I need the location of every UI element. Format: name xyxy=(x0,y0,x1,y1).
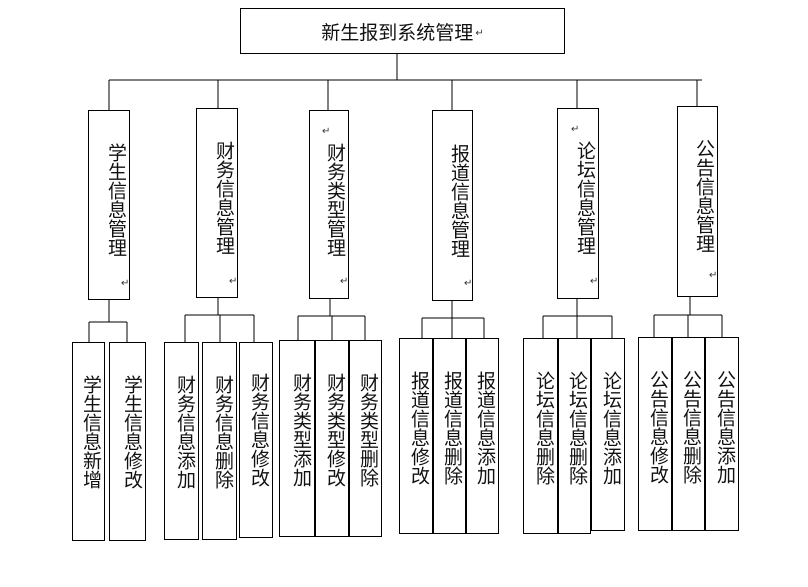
module-label: 财务类型管理 xyxy=(324,143,346,257)
return-mark: ↵ xyxy=(322,126,331,137)
child-node-forum-delete-1: 论坛信息删除 xyxy=(523,338,558,534)
module-label: 财务信息管理 xyxy=(213,141,235,255)
child-label: 报道信息修改 xyxy=(408,371,430,485)
child-label: 论坛信息删除 xyxy=(566,371,588,485)
child-node-student-add: 学生信息新增 xyxy=(72,342,105,541)
child-label: 论坛信息删除 xyxy=(533,371,555,485)
child-label: 财务信息删除 xyxy=(212,375,234,489)
module-label: 论坛信息管理 xyxy=(574,141,596,255)
return-mark: ↵ xyxy=(475,28,484,39)
child-node-report-edit: 报道信息修改 xyxy=(399,338,433,534)
module-node-student: 学生信息管理 ↵ xyxy=(88,110,130,300)
child-label: 学生信息新增 xyxy=(80,375,102,489)
module-node-forum-info: ↵ 论坛信息管理 ↵ xyxy=(557,108,599,299)
child-label: 报道信息删除 xyxy=(441,371,463,485)
child-node-finance-delete: 财务信息删除 xyxy=(202,342,237,540)
module-label: 学生信息管理 xyxy=(105,143,127,257)
module-node-finance-info: 财务信息管理 ↵ xyxy=(196,108,238,298)
child-node-forum-add: 论坛信息添加 xyxy=(591,338,625,531)
child-label: 财务类型修改 xyxy=(324,373,346,487)
child-node-student-edit: 学生信息修改 xyxy=(109,342,146,541)
child-node-notice-add: 公告信息添加 xyxy=(705,337,739,531)
child-label: 财务类型删除 xyxy=(357,373,379,487)
child-label: 公告信息修改 xyxy=(647,370,669,484)
return-mark: ↵ xyxy=(121,278,130,289)
child-node-finance-edit: 财务信息修改 xyxy=(239,342,273,538)
child-label: 财务类型添加 xyxy=(290,373,312,487)
child-node-notice-edit: 公告信息修改 xyxy=(638,337,672,531)
child-node-finance-add: 财务信息添加 xyxy=(164,342,199,540)
child-label: 学生信息修改 xyxy=(121,375,143,489)
module-label: 公告信息管理 xyxy=(693,139,715,253)
child-label: 报道信息添加 xyxy=(474,371,496,485)
module-label: 报道信息管理 xyxy=(448,144,470,258)
child-node-report-add: 报道信息添加 xyxy=(466,338,499,534)
module-node-notice-info: 公告信息管理 ↵ xyxy=(677,106,718,297)
child-label: 公告信息删除 xyxy=(680,370,702,484)
child-node-type-add: 财务类型添加 xyxy=(279,340,315,537)
return-mark: ↵ xyxy=(464,278,473,289)
child-label: 论坛信息添加 xyxy=(600,371,622,485)
child-node-type-edit: 财务类型修改 xyxy=(315,340,349,537)
return-mark: ↵ xyxy=(229,276,238,287)
child-node-notice-delete: 公告信息删除 xyxy=(672,337,705,531)
return-mark: ↵ xyxy=(571,124,580,135)
child-node-forum-delete-2: 论坛信息删除 xyxy=(558,338,591,534)
child-node-report-delete: 报道信息删除 xyxy=(433,338,466,534)
child-label: 财务信息修改 xyxy=(248,373,270,487)
child-node-type-delete: 财务类型删除 xyxy=(349,340,382,537)
return-mark: ↵ xyxy=(590,276,599,287)
return-mark: ↵ xyxy=(709,270,718,281)
module-node-report-info: 报道信息管理 ↵ xyxy=(432,110,473,301)
root-label: 新生报到系统管理 xyxy=(321,21,474,44)
module-node-finance-type: ↵ 财务类型管理 ↵ xyxy=(309,110,349,299)
return-mark: ↵ xyxy=(340,276,349,287)
child-label: 财务信息添加 xyxy=(174,375,196,489)
child-label: 公告信息添加 xyxy=(714,370,736,484)
root-node: 新生报到系统管理 ↵ xyxy=(240,8,565,54)
